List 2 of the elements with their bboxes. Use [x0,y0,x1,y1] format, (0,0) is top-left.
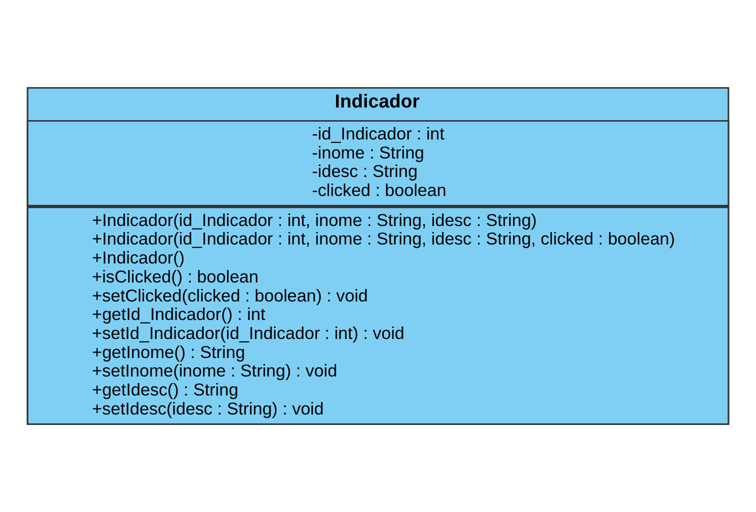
node-box: -id_Indicador : int -inome : String -idesc : String -clicked : boolean [26,120,730,206]
node-box: +Indicador(id_Indicador : int, inome : String, idesc : String) +Indicador(id_Indicador : int, inome : String, idesc : String, clicked : boolean) +Indicador() +isClicked() : boolean +setClicked(clicked : boolean) : void +getId_Indicador() : int +setId_Indicador(id_Indicador : int) : void +getInome() : String +setInome(inome : String) : void +getIdesc() : String +setIdesc(idesc : String) : void [26,206,730,425]
